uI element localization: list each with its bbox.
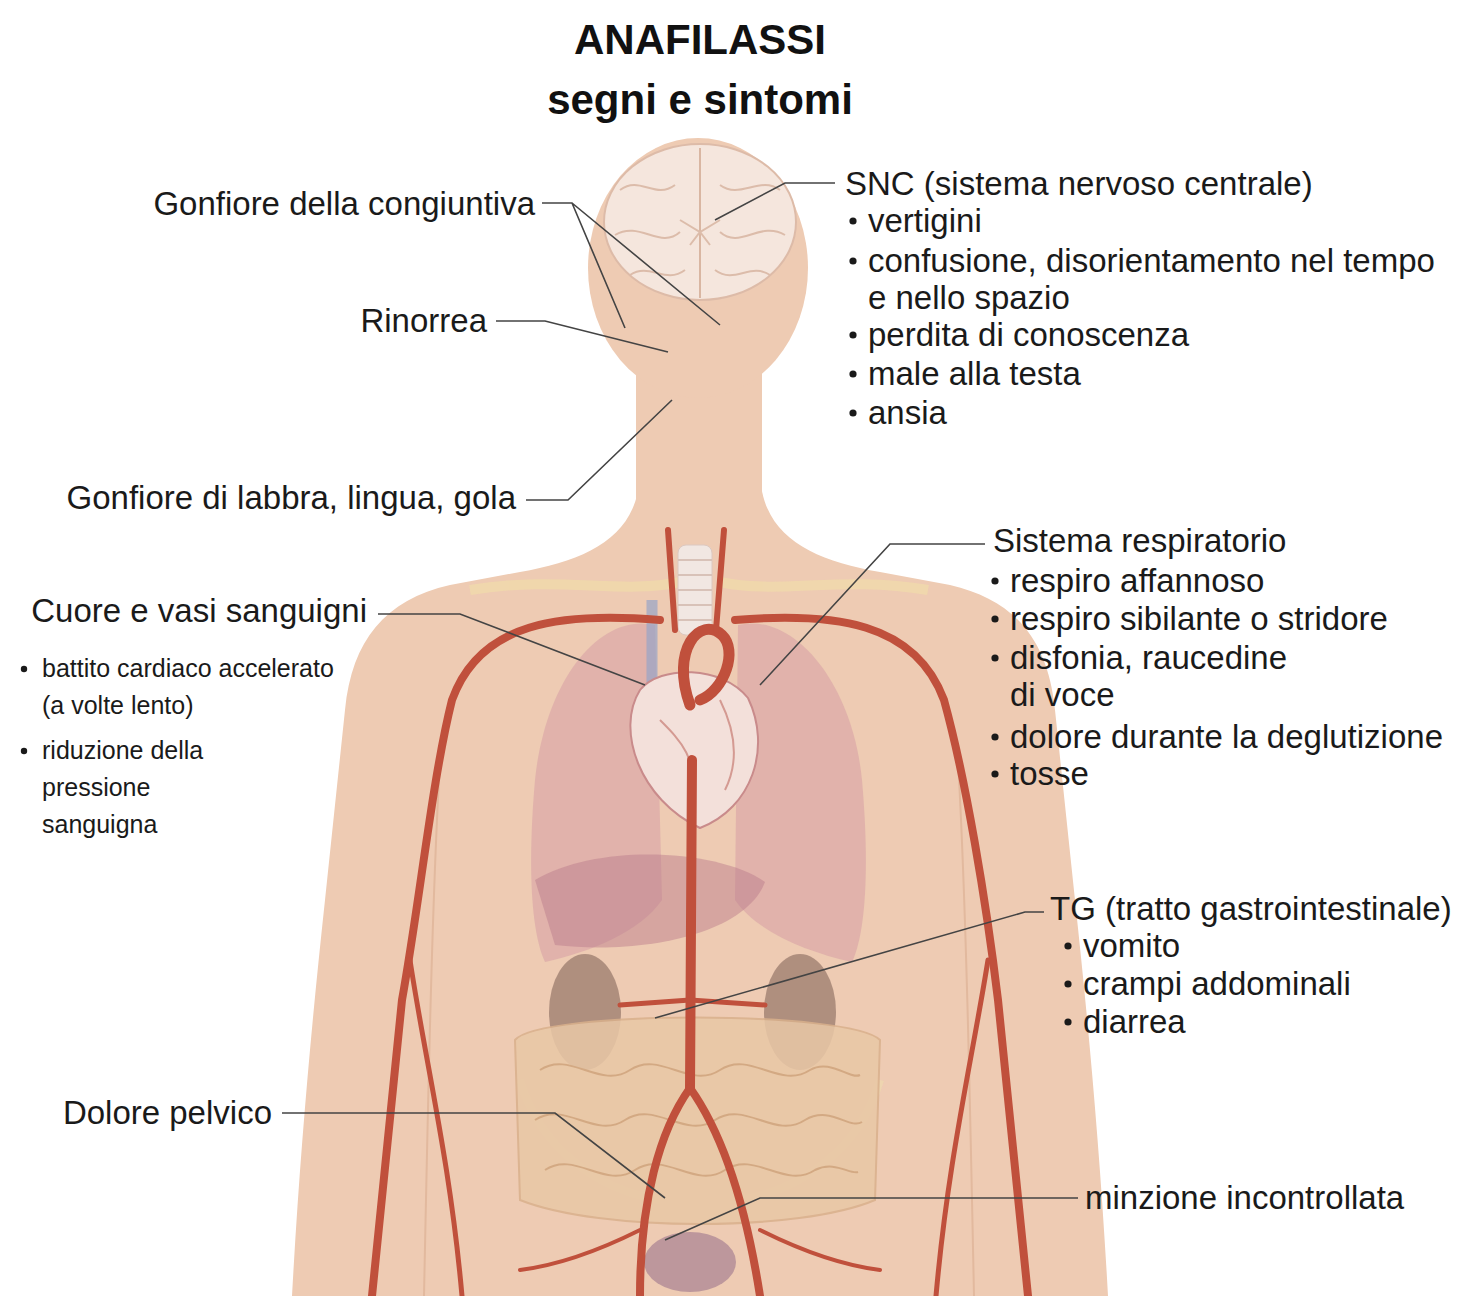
carotid-artery	[668, 530, 724, 630]
system-label: TG (tratto gastrointestinale)	[1050, 890, 1452, 927]
leader-line	[760, 544, 985, 685]
leader-line	[542, 203, 720, 328]
aorta	[690, 760, 692, 1090]
symptom-item: vomito	[1083, 927, 1180, 964]
brain	[604, 144, 796, 300]
arm-artery	[735, 618, 1028, 1296]
system-label: minzione incontrollata	[1085, 1179, 1404, 1216]
bullet-dot	[1064, 980, 1071, 987]
leader-line	[378, 614, 645, 685]
symptom-item: ansia	[868, 394, 947, 431]
symptom-item: confusione, disorientamento nel tempo e …	[868, 242, 1448, 316]
renal-artery	[620, 1000, 765, 1005]
leader-line	[715, 183, 835, 220]
bullet-dot	[991, 577, 998, 584]
intestines	[515, 1018, 880, 1225]
bullet-dot	[21, 666, 27, 672]
brain-fold	[615, 185, 785, 275]
system-label: Dolore pelvico	[63, 1094, 272, 1131]
brain-fold	[699, 148, 701, 298]
system-label: Gonfiore della congiuntiva	[153, 185, 535, 222]
symptom-item: respiro sibilante o stridore	[1010, 600, 1388, 637]
leader-line	[655, 912, 1044, 1018]
symptom-item: disfonia, raucedine di voce	[1010, 639, 1305, 713]
bullet-dot	[849, 331, 856, 338]
iliac-artery	[640, 1088, 690, 1296]
torso-arms	[292, 470, 1108, 1296]
bullet-dot	[991, 615, 998, 622]
symptom-item: riduzione della pressione sanguigna	[42, 732, 262, 843]
clavicle	[470, 582, 680, 590]
symptom-item: respiro affannoso	[1010, 562, 1264, 599]
leader-line	[665, 1198, 1078, 1240]
liver	[535, 855, 765, 948]
arm-artery	[372, 618, 660, 1296]
bullet-dot	[849, 409, 856, 416]
aortic-arch	[683, 629, 729, 705]
leader-line	[496, 321, 668, 352]
iliac-artery	[690, 1088, 760, 1296]
arteries	[372, 530, 1028, 1296]
symptom-item: vertigini	[868, 202, 982, 239]
system-label: Gonfiore di labbra, lingua, gola	[67, 479, 516, 516]
lung	[735, 623, 866, 962]
symptom-item: tosse	[1010, 755, 1089, 792]
organs	[515, 545, 880, 1292]
bullet-dot	[1064, 942, 1071, 949]
symptom-item: crampi addominali	[1083, 965, 1351, 1002]
leader-line	[282, 1113, 665, 1198]
forearm-artery	[410, 960, 988, 1296]
symptom-item: male alla testa	[868, 355, 1081, 392]
bullet-dot	[991, 770, 998, 777]
head	[588, 138, 808, 398]
bladder	[644, 1232, 736, 1292]
system-label: Sistema respiratorio	[993, 522, 1286, 559]
leg-branch	[520, 1230, 880, 1270]
brain-shape	[604, 144, 796, 300]
symptom-item: dolore durante la deglutizione	[1010, 718, 1443, 755]
bullet-dot	[21, 748, 27, 754]
symptom-item: diarrea	[1083, 1003, 1186, 1040]
trachea	[678, 545, 712, 635]
system-label: SNC (sistema nervoso centrale)	[845, 165, 1313, 202]
leader-line	[526, 400, 672, 500]
system-label: Rinorrea	[360, 302, 487, 339]
trachea-rings	[678, 560, 712, 620]
intestine-folds	[535, 1064, 862, 1176]
symptom-item: perdita di conoscenza	[868, 316, 1189, 353]
bullet-dot	[991, 733, 998, 740]
bullet-dot	[849, 217, 856, 224]
symptom-item: battito cardiaco accelerato (a volte len…	[42, 650, 342, 724]
clavicle	[720, 582, 928, 590]
diagram-title: ANAFILASSI segni e sintomi	[530, 10, 870, 130]
bullet-dot	[1064, 1018, 1071, 1025]
bullet-dot	[991, 654, 998, 661]
system-label: Cuore e vasi sanguigni	[31, 592, 367, 629]
heart-vessels	[660, 700, 734, 800]
bullet-dot	[849, 370, 856, 377]
bullet-dot	[849, 257, 856, 264]
